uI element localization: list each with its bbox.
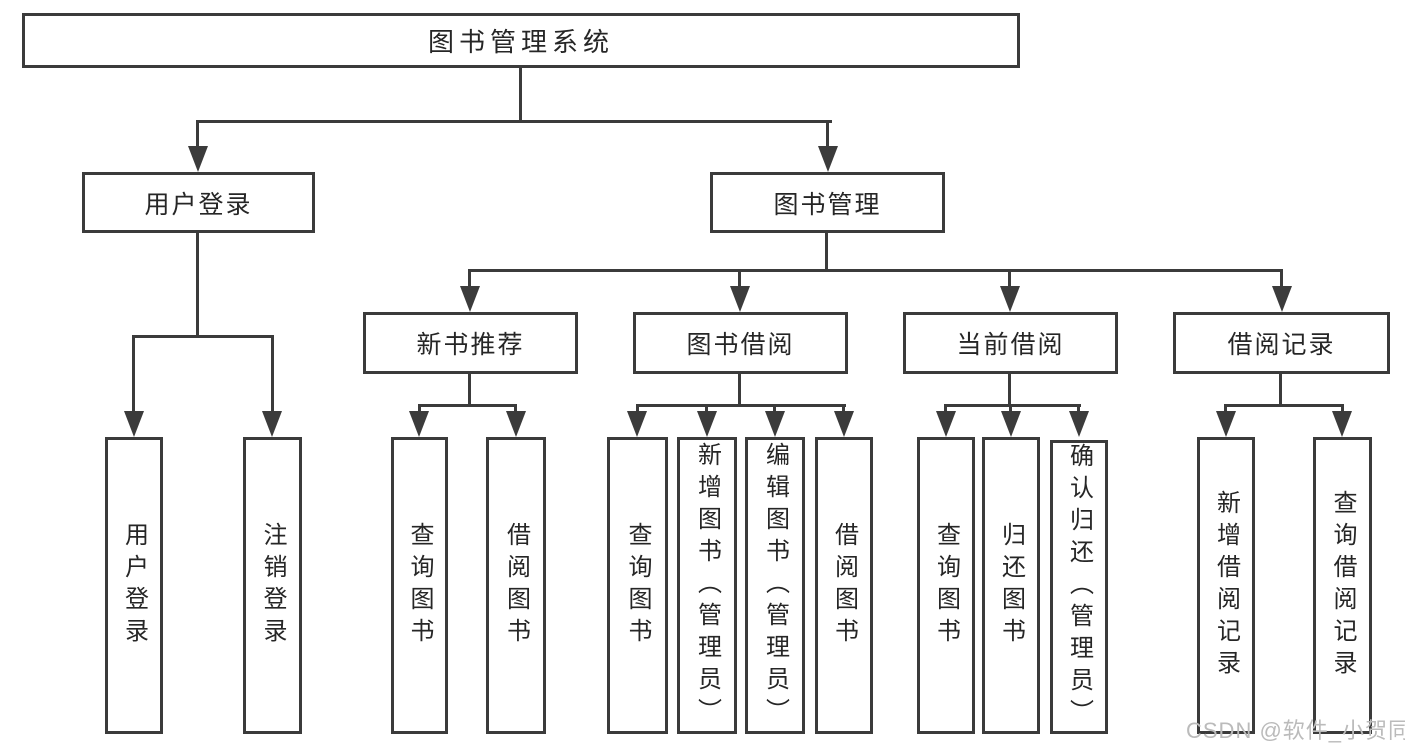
connector-record-drop (1279, 374, 1282, 407)
leaf-user-login: 用户登录 (105, 437, 163, 734)
connector-stem-bb-edit (773, 404, 776, 413)
connector-user-drop (196, 233, 199, 338)
leaf-cb-query-book-label: 查询图书 (932, 521, 960, 650)
connector-current-bar (944, 404, 1081, 407)
leaf-nb-borrow-book-label: 借阅图书 (502, 521, 530, 650)
leaf-bb-query-book-label: 查询图书 (624, 521, 651, 650)
arrowhead-login (124, 411, 144, 437)
connector-newbook-bar (418, 404, 517, 407)
arrowhead-rb-query (1332, 411, 1352, 437)
arrowhead-nb-borrow (506, 411, 526, 437)
connector-current-drop (1008, 374, 1011, 407)
leaf-bb-borrow-book: 借阅图书 (815, 437, 873, 734)
connector-stem-logout (271, 335, 274, 413)
arrowhead-nb-query (409, 411, 429, 437)
connector-stem-cb-query (944, 404, 947, 413)
arrowhead-cb-return (1001, 411, 1021, 437)
leaf-user-logout: 注销登录 (243, 437, 302, 734)
arrowhead-rb-add (1216, 411, 1236, 437)
node-book-management-module: 图书管理 (710, 172, 945, 233)
connector-stem-book-mgmt (826, 120, 829, 148)
connector-stem-nb-query (418, 404, 421, 413)
node-borrow-records: 借阅记录 (1173, 312, 1390, 374)
leaf-bb-edit-book-admin: 编辑图书（管理员） (745, 437, 805, 734)
leaf-cb-confirm-return-admin-label: 确认归还（管理员） (1065, 443, 1093, 731)
arrowhead-current (1000, 286, 1020, 312)
connector-stem-newbook (468, 269, 471, 288)
connector-stem-current (1008, 269, 1011, 288)
node-new-book-recommend: 新书推荐 (363, 312, 578, 374)
leaf-bb-add-book-admin: 新增图书（管理员） (677, 437, 737, 734)
leaf-rb-add-record: 新增借阅记录 (1197, 437, 1255, 734)
leaf-rb-add-record-label: 新增借阅记录 (1212, 489, 1240, 682)
arrowhead-record (1272, 286, 1292, 312)
arrowhead-bb-edit (765, 411, 785, 437)
arrowhead-user-login (188, 146, 208, 172)
csdn-watermark: CSDN @软件_小贺同学 (1186, 718, 1405, 743)
leaf-bb-query-book: 查询图书 (607, 437, 668, 734)
connector-stem-bb-borrow (842, 404, 845, 413)
arrowhead-cb-confirm (1069, 411, 1089, 437)
leaf-bb-edit-book-admin-label: 编辑图书（管理员） (761, 441, 789, 730)
node-book-borrowing: 图书借阅 (633, 312, 848, 374)
connector-mgmt-bar (468, 269, 1283, 272)
connector-root-bar (196, 120, 832, 123)
arrowhead-bb-query (627, 411, 647, 437)
connector-newbook-drop (468, 374, 471, 407)
leaf-cb-confirm-return-admin: 确认归还（管理员） (1050, 440, 1108, 734)
connector-user-bar (132, 335, 274, 338)
connector-mgmt-drop (825, 233, 828, 272)
connector-stem-rb-query (1341, 404, 1344, 413)
connector-record-bar (1224, 404, 1344, 407)
connector-stem-borrow (738, 269, 741, 288)
arrowhead-borrow (730, 286, 750, 312)
connector-stem-rb-add (1224, 404, 1227, 413)
leaf-nb-query-book: 查询图书 (391, 437, 448, 734)
connector-borrow-drop (738, 374, 741, 407)
leaf-user-logout-label: 注销登录 (259, 521, 286, 650)
connector-stem-user-login (196, 120, 199, 148)
arrowhead-book-mgmt (818, 146, 838, 172)
leaf-cb-return-book-label: 归还图书 (997, 521, 1025, 650)
leaf-rb-query-record-label: 查询借阅记录 (1329, 489, 1356, 682)
connector-stem-bb-add (705, 404, 708, 413)
connector-stem-record (1280, 269, 1283, 288)
leaf-nb-query-book-label: 查询图书 (406, 521, 433, 650)
connector-stem-login (132, 335, 135, 413)
arrowhead-newbook (460, 286, 480, 312)
leaf-cb-return-book: 归还图书 (982, 437, 1040, 734)
connector-stem-cb-confirm (1077, 404, 1080, 413)
leaf-user-login-label: 用户登录 (120, 521, 148, 650)
leaf-rb-query-record: 查询借阅记录 (1313, 437, 1372, 734)
arrowhead-cb-query (936, 411, 956, 437)
connector-stem-cb-return (1009, 404, 1012, 413)
arrowhead-logout (262, 411, 282, 437)
node-user-login-module: 用户登录 (82, 172, 315, 233)
leaf-bb-add-book-admin-label: 新增图书（管理员） (693, 441, 721, 730)
leaf-cb-query-book: 查询图书 (917, 437, 975, 734)
leaf-nb-borrow-book: 借阅图书 (486, 437, 546, 734)
node-system-root: 图书管理系统 (22, 13, 1020, 68)
node-current-borrowing: 当前借阅 (903, 312, 1118, 374)
arrowhead-bb-borrow (834, 411, 854, 437)
connector-root-drop (519, 68, 522, 122)
connector-stem-bb-query (636, 404, 639, 413)
leaf-bb-borrow-book-label: 借阅图书 (830, 521, 858, 650)
connector-borrow-bar (636, 404, 846, 407)
connector-stem-nb-borrow (514, 404, 517, 413)
arrowhead-bb-add (697, 411, 717, 437)
